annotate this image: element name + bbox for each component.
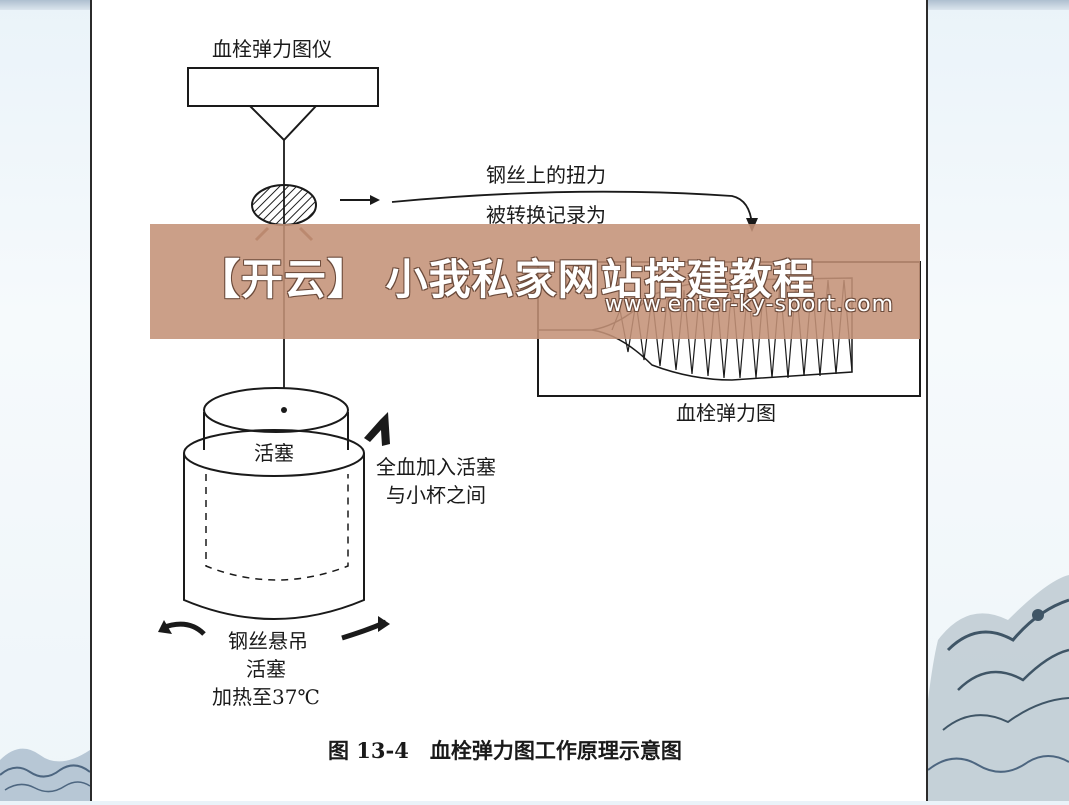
watermark-url: www.enter-ky-sport.com (604, 292, 894, 317)
blood-label-line2: 与小杯之间 (386, 483, 486, 507)
diagram-page: 血栓弹力图仪 钢丝上的扭力 被转换记录为 血栓弹力图 活塞 全 (90, 0, 928, 801)
watermark-banner: 【开云】 小我私家网站搭建教程 www.enter-ky-sport.com (150, 224, 920, 339)
torsion-disc (251, 184, 317, 226)
cup-rotation-arrowhead-left (158, 620, 172, 634)
watermark-title: 【开云】 小我私家网站搭建教程 (198, 255, 816, 304)
left-top-strip (0, 0, 90, 10)
piston-hidden-outline (205, 474, 349, 581)
left-wave-motif (0, 748, 91, 801)
piston-top (203, 387, 349, 433)
left-decorative-panel (0, 0, 91, 801)
right-dragon-motif (927, 575, 1069, 801)
right-decorative-panel (927, 0, 1069, 801)
wire-attach-point (281, 407, 287, 413)
torque-label-line1: 钢丝上的扭力 (486, 163, 606, 187)
cup-body (183, 453, 365, 620)
suspend-label-line1: 钢丝悬吊 (228, 629, 308, 653)
cup-rotation-arrowhead-right (378, 616, 390, 632)
right-top-strip (928, 0, 1069, 10)
thromboelastography-diagram: 血栓弹力图仪 钢丝上的扭力 被转换记录为 血栓弹力图 活塞 全 (158, 37, 921, 763)
blood-input-arrow (364, 412, 390, 446)
piston-label: 活塞 (254, 441, 294, 465)
torque-arrowhead-short (370, 195, 380, 205)
figure-caption: 图 13-4 血栓弹力图工作原理示意图 (328, 738, 682, 763)
torque-curve-arrow (391, 190, 753, 226)
instrument-label: 血栓弹力图仪 (212, 37, 332, 61)
torque-label-line2: 被转换记录为 (486, 203, 606, 227)
blood-label-line1: 全血加入活塞 (376, 455, 496, 479)
suspend-label-line2: 活塞 (246, 657, 286, 681)
suspend-label-line3: 加热至37℃ (212, 685, 320, 709)
instrument-funnel (249, 105, 317, 142)
instrument-box (187, 67, 379, 107)
chart-label: 血栓弹力图 (676, 401, 776, 425)
